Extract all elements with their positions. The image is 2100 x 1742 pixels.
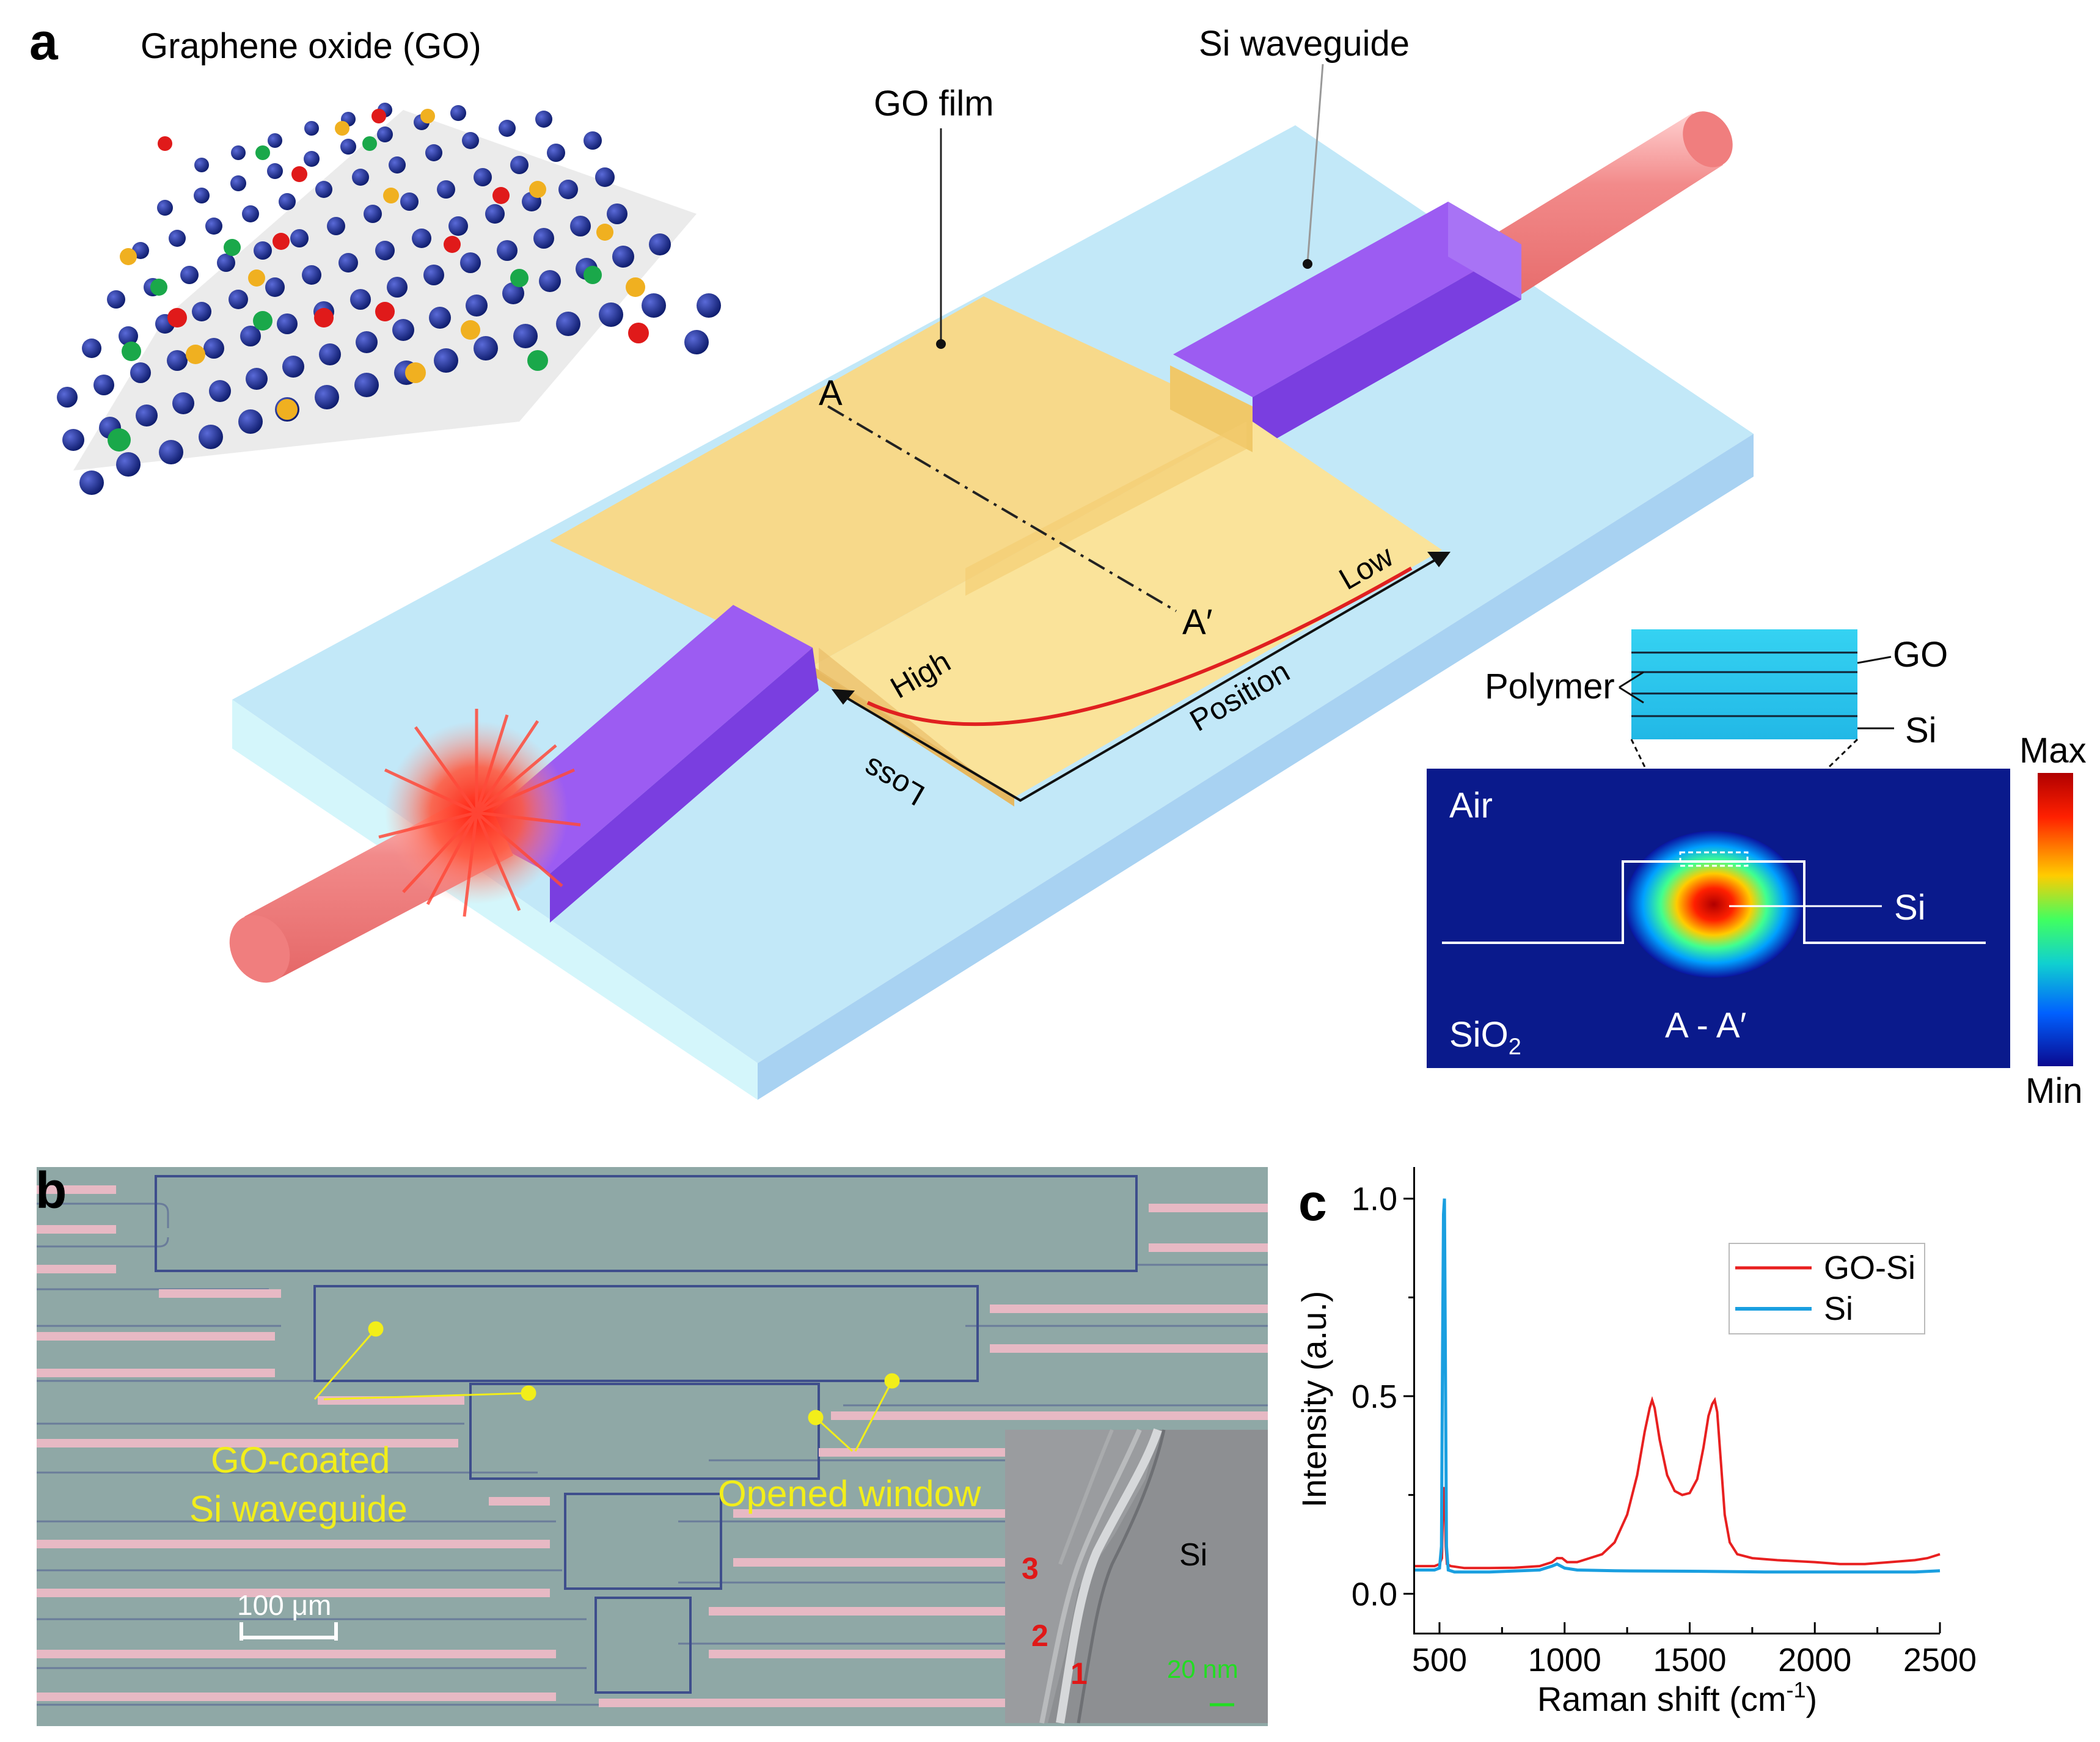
x-axis-label-end: ) [1806,1680,1818,1718]
sem-si-label: Si [1179,1537,1208,1573]
plot-layer [1414,1198,1941,1574]
go-layer-label: GO [1893,635,1948,675]
panel-b-letter: b [35,1162,67,1219]
series-line-go-si [1414,1396,1941,1570]
y-tick-label: 0.5 [1352,1378,1397,1415]
sem-layer-2: 2 [1031,1619,1048,1653]
micrograph-scale-bar [240,1622,338,1641]
section-a-prime-label: A′ [1182,602,1213,642]
cross-section-label: A - A′ [1665,1006,1747,1045]
sem-scale-label: 20 nm [1167,1655,1238,1683]
color-scale-bar [2038,773,2073,1066]
micrograph-drawing [37,1175,1268,1707]
air-label: Air [1449,786,1493,825]
mode-profile-inset [1427,769,2073,1068]
si-core-label: Si [1894,888,1926,928]
sio2-subscript: 2 [1508,1034,1521,1060]
sem-layer-3: 3 [1022,1551,1039,1586]
raman-chart: 500 1000 1500 2000 2500 0.0 0.5 1.0 Intensity (… [1295,1167,1977,1718]
panel-c-letter: c [1298,1174,1327,1231]
layer-stack-inset [1619,629,1894,847]
x-tick-label: 500 [1412,1642,1467,1678]
x-tick-label: 1000 [1528,1642,1601,1678]
x-axis-label: Raman shift (cm-1) [1537,1677,1817,1718]
graphene-oxide-molecule [57,103,721,495]
sem-drawing [1005,1428,1234,1724]
ticks-layer: 500 1000 1500 2000 2500 0.0 0.5 1.0 [1352,1181,1977,1678]
si-waveguide-label: Si waveguide [1199,24,1410,64]
y-tick-label: 1.0 [1352,1181,1397,1218]
go-film-label: GO film [874,84,994,123]
x-axis-label-sup: -1 [1786,1677,1805,1702]
scale-max-label: Max [2019,731,2087,770]
si-layer-label: Si [1905,711,1937,750]
section-line [827,405,1177,612]
sio2-label: SiO2 [1449,1014,1521,1061]
section-a-label: A [819,373,843,413]
x-tick-label: 2500 [1903,1642,1977,1678]
y-tick-label: 0.0 [1352,1576,1397,1612]
loss-curve [866,566,1413,726]
legend-label-go-si: GO-Si [1824,1250,1915,1286]
x-tick-label: 1500 [1653,1642,1726,1678]
go-coated-label-line1: GO-coated [211,1440,390,1480]
panel-a-letter: a [29,13,58,70]
series-line-si [1414,1198,1941,1574]
sem-layer-1: 1 [1070,1656,1088,1691]
x-tick-label: 2000 [1778,1642,1851,1678]
go-coated-label-line2: Si waveguide [189,1488,408,1529]
sio2-text: SiO [1449,1015,1509,1055]
sem-inset [1005,1428,1268,1724]
legend: GO-Si Si [1729,1243,1925,1334]
micrograph-scale-label: 100 μm [237,1589,332,1621]
waveguide-leader [1306,64,1324,263]
graphene-oxide-label: Graphene oxide (GO) [141,26,481,66]
legend-label-si: Si [1824,1290,1853,1327]
waveguide-back [1173,202,1521,452]
light-burst-icon [378,709,581,917]
loss-position-axes [831,552,1451,802]
polymer-layer-label: Polymer [1485,667,1615,706]
x-axis-line [1413,1633,1940,1634]
opened-window-label: Opened window [718,1473,981,1514]
x-axis-label-main: Raman shift (cm [1537,1680,1787,1718]
y-axis-line [1413,1167,1415,1634]
panel-a-device-illustration [57,64,2073,1100]
y-axis-label: Intensity (a.u.) [1295,1291,1333,1508]
scale-min-label: Min [2025,1071,2083,1111]
